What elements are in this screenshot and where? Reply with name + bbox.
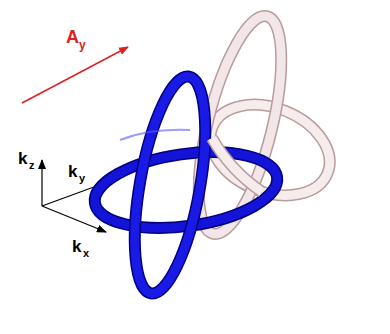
pale-ribbon-front <box>212 138 262 192</box>
field-arrow <box>22 47 128 103</box>
field-label: A <box>66 28 79 46</box>
axis-subscript: x <box>83 248 89 259</box>
axis-subscript: z <box>29 160 35 171</box>
axis-subscript: y <box>79 173 85 184</box>
axis-label: k <box>68 163 77 180</box>
field-subscript: y <box>79 39 86 51</box>
blue-ribbons <box>90 71 282 298</box>
axis-label: k <box>18 150 27 167</box>
axis-label: k <box>72 238 81 255</box>
